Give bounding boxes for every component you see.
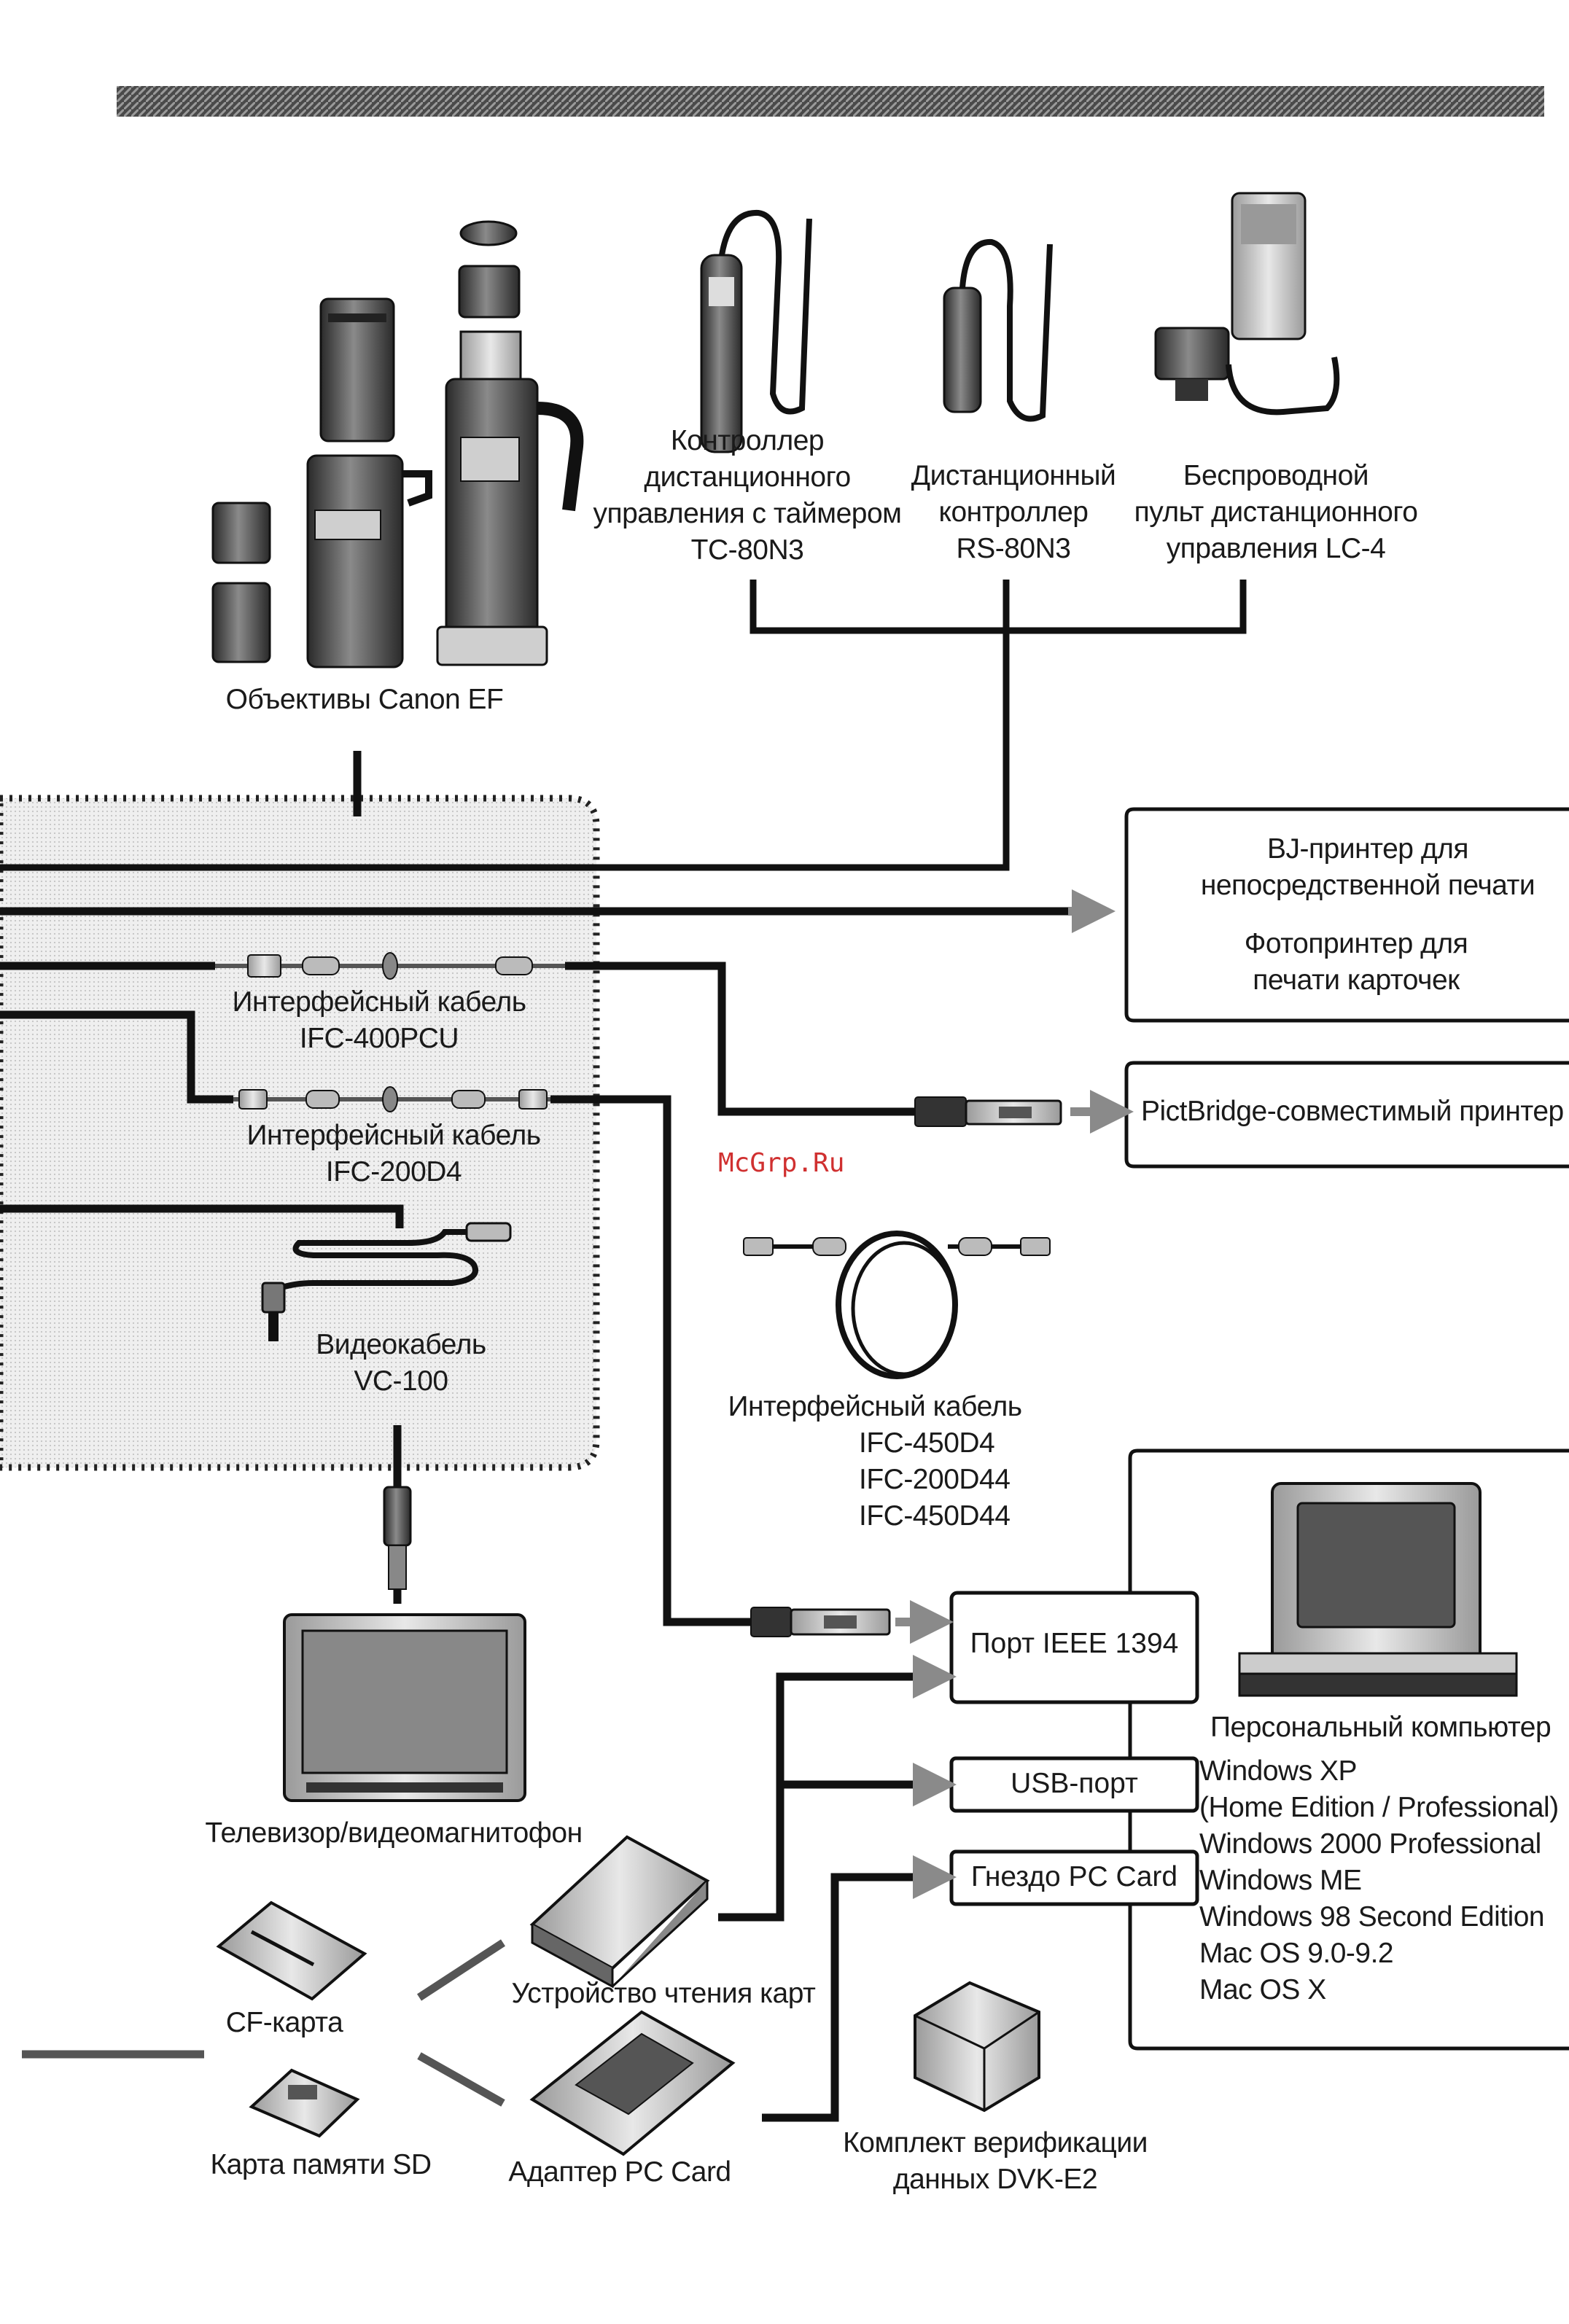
video-plug-illustration: [383, 1486, 412, 1590]
usb-port-label: USB-порт: [1011, 1768, 1138, 1799]
os-item: Mac OS X: [1199, 1974, 1326, 2005]
ieee1394-port-label: Порт IEEE 1394: [970, 1628, 1179, 1659]
card-reader-illustration: [529, 1835, 710, 1989]
remote-connection-lines: [0, 580, 1247, 871]
sd-card-label: Карта памяти SD: [210, 2149, 432, 2180]
pc-label: Персональный компьютер: [1210, 1712, 1552, 1743]
lc-4-illustration: [1154, 192, 1340, 416]
lenses-label: Объективы Canon EF: [225, 684, 504, 715]
ifc-200d4-illustration: [233, 1086, 550, 1112]
tv-vcr-illustration: [283, 1613, 526, 1802]
card-reader-connection-lines: [718, 1672, 926, 2122]
canon-ef-lenses-illustration: [211, 220, 584, 668]
media-connector-lines: [22, 1939, 506, 2107]
os-item: Windows 2000 Professional: [1199, 1828, 1541, 1860]
ifc-450d4-model: IFC-450D4: [859, 1427, 995, 1459]
card-reader-label: Устройство чтения карт: [511, 1978, 816, 2009]
printer-box-outline: [1124, 807, 1569, 1023]
ifc-200d44-model: IFC-200D44: [859, 1464, 1011, 1495]
tv-label: Телевизор/видеомагнитофон: [205, 1817, 583, 1849]
ifc-400pcu-illustration: [215, 952, 565, 980]
ifc-group-title: Интерфейсный кабель: [728, 1391, 1022, 1422]
os-item: Windows XP: [1199, 1755, 1358, 1787]
vc-100-illustration: [261, 1222, 512, 1341]
ieee1394-plug-illustration: [750, 1607, 891, 1637]
usb-plug-illustration: [914, 1096, 1062, 1127]
personal-computer-illustration: [1238, 1482, 1518, 1697]
os-item: (Home Edition / Professional): [1199, 1792, 1559, 1823]
tc-80n3-illustration: [700, 209, 812, 453]
dvk-e2-illustration: [914, 1981, 1040, 2113]
rs-80n3-illustration: [943, 238, 1053, 422]
pc-os-list: Windows XP (Home Edition / Professional)…: [1199, 1753, 1569, 2008]
pccard-slot-label: Гнездо PC Card: [970, 1861, 1178, 1892]
ifc-450d44-model: IFC-450D44: [859, 1500, 1011, 1532]
cable-lines: [0, 907, 1068, 1626]
sd-card-illustration: [249, 2068, 360, 2138]
os-item: Windows ME: [1199, 1865, 1362, 1896]
cf-card-illustration: [216, 1900, 367, 2001]
cf-card-label: CF-карта: [225, 2007, 343, 2038]
header-bar: [117, 86, 1544, 117]
ieee1394-port-box: [949, 1591, 1199, 1704]
ifc-450d4-coil-illustration: [743, 1231, 1051, 1379]
ifc-cable-group-label: Интерфейсный кабель IFC-450D4 IFC-200D44…: [693, 1389, 1057, 1535]
pictbridge-printer-label: PictBridge-совместимый принтер: [1141, 1096, 1564, 1127]
watermark-text: McGrp.Ru: [718, 1148, 845, 1178]
pc-card-adapter-illustration: [529, 2010, 736, 2156]
os-item: Mac OS 9.0-9.2: [1199, 1938, 1394, 1969]
os-item: Windows 98 Second Edition: [1199, 1901, 1545, 1933]
pc-card-adapter-label: Адаптер PC Card: [508, 2156, 731, 2188]
